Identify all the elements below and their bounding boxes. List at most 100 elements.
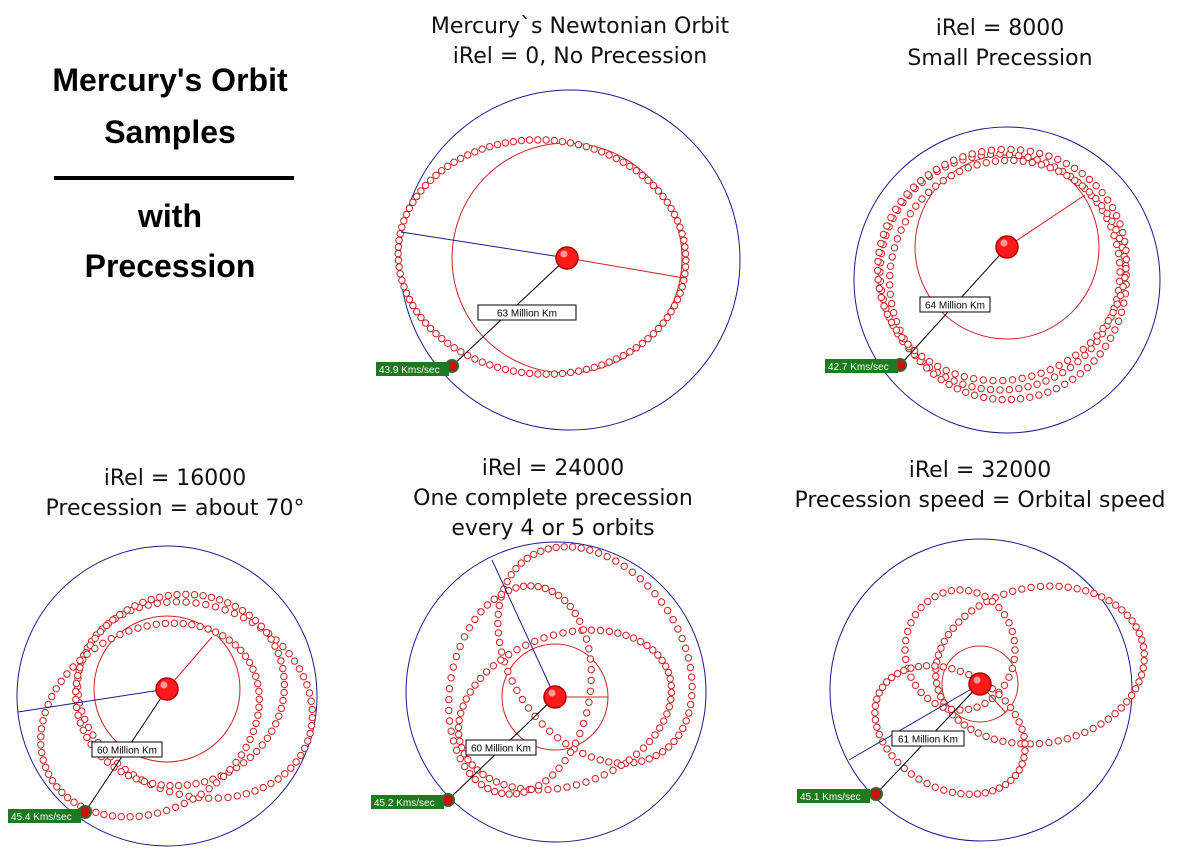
orbit-point (132, 775, 141, 783)
orbit-point (512, 790, 521, 798)
orbit-point (152, 620, 161, 628)
orbit-point (1081, 728, 1089, 737)
orbit-point (205, 785, 213, 793)
orbit-point (116, 630, 124, 639)
orbit-point (504, 667, 512, 676)
orbit-point (96, 628, 105, 636)
orbit-point (39, 717, 47, 725)
orbit-point (873, 723, 881, 731)
orbit-point (76, 656, 84, 665)
orbit-trace (394, 136, 690, 378)
orbit-point (1035, 739, 1044, 748)
orbit-point (126, 813, 134, 821)
orbit-point (182, 590, 190, 598)
orbit-point (405, 295, 414, 304)
orbit-point (48, 777, 57, 785)
orbit-point (970, 391, 979, 399)
orbit-point (542, 777, 550, 785)
orbit-point (471, 148, 479, 156)
orbit-point (116, 611, 124, 619)
orbit-point (70, 798, 78, 806)
orbit-point (272, 720, 280, 728)
orbit-point (960, 721, 968, 729)
orbit-point (486, 361, 494, 369)
orbit-point (461, 762, 469, 771)
orbit-point (923, 364, 931, 372)
orbit-point (308, 713, 316, 722)
orbit-point (287, 764, 295, 772)
orbit-point (38, 748, 46, 757)
orbit-point (874, 275, 882, 284)
orbit-point (1074, 358, 1082, 366)
orbit-point (1112, 601, 1120, 609)
orbit-point (875, 689, 883, 697)
orbit-point (586, 546, 594, 554)
orbit-point (875, 284, 883, 293)
orbit-point (413, 192, 421, 201)
orbit-point (964, 587, 973, 595)
caption-line: iRel = 8000 (935, 16, 1065, 41)
orbit-point (579, 626, 588, 634)
orbit-point (906, 210, 914, 218)
orbit-point (886, 271, 894, 280)
orbit-point (1010, 655, 1018, 664)
orbit-point (1005, 385, 1014, 394)
orbit-point (988, 787, 997, 795)
orbit-point (534, 370, 542, 378)
orbit-point (678, 283, 686, 291)
orbit-point (1055, 361, 1063, 370)
orbit-point (1118, 606, 1126, 614)
orbit-point (1122, 246, 1130, 255)
orbit-point (873, 695, 881, 703)
orbit-point (507, 571, 515, 579)
orbit-point (956, 706, 964, 714)
orbit-point (299, 673, 308, 681)
orbit-point (505, 790, 513, 798)
orbit-point (39, 756, 47, 764)
orbit-point (626, 348, 634, 356)
orbit-point (117, 813, 125, 821)
orbit-point (915, 775, 923, 783)
orbit-point (955, 167, 964, 176)
orbit-point (614, 629, 622, 637)
orbit-point (149, 779, 157, 788)
orbit-point (1000, 590, 1008, 598)
orbit-point (1001, 780, 1010, 789)
orbit-point (1116, 291, 1125, 300)
orbit-point (1135, 629, 1144, 637)
orbit-point (675, 731, 683, 739)
orbit-trace (901, 586, 1019, 714)
orbit-point (638, 171, 646, 180)
orbit-point (659, 748, 667, 756)
orbit-trace (72, 590, 289, 790)
orbit-point (891, 205, 900, 214)
distance-label-box (465, 739, 537, 756)
orbit-point (932, 672, 940, 680)
orbit-point (1119, 282, 1127, 291)
orbit-point (662, 662, 670, 670)
orbit-point (1008, 739, 1016, 747)
orbit-point (91, 644, 99, 653)
orbit-point (619, 351, 627, 360)
orbit-point (645, 755, 653, 763)
orbit-point (577, 544, 585, 552)
orbit-point (1055, 582, 1063, 590)
orbit-point (306, 729, 314, 738)
orbit-point (1018, 374, 1026, 382)
orbit-point (924, 694, 932, 703)
orbit-point (1036, 582, 1045, 591)
orbit-point (965, 670, 973, 679)
orbit-point (164, 591, 173, 600)
orbit-point (1132, 685, 1140, 693)
orbit-point (493, 140, 502, 149)
orbit-point (1026, 147, 1035, 156)
orbit-point (242, 790, 251, 798)
orbit-point (629, 634, 638, 642)
orbit-point (513, 646, 521, 654)
orbit-point (667, 688, 676, 697)
orbit-point (917, 177, 925, 185)
orbit-point (484, 784, 492, 793)
orbit-point (645, 737, 654, 746)
orbit-point (981, 789, 989, 797)
orbit-point (509, 137, 518, 146)
